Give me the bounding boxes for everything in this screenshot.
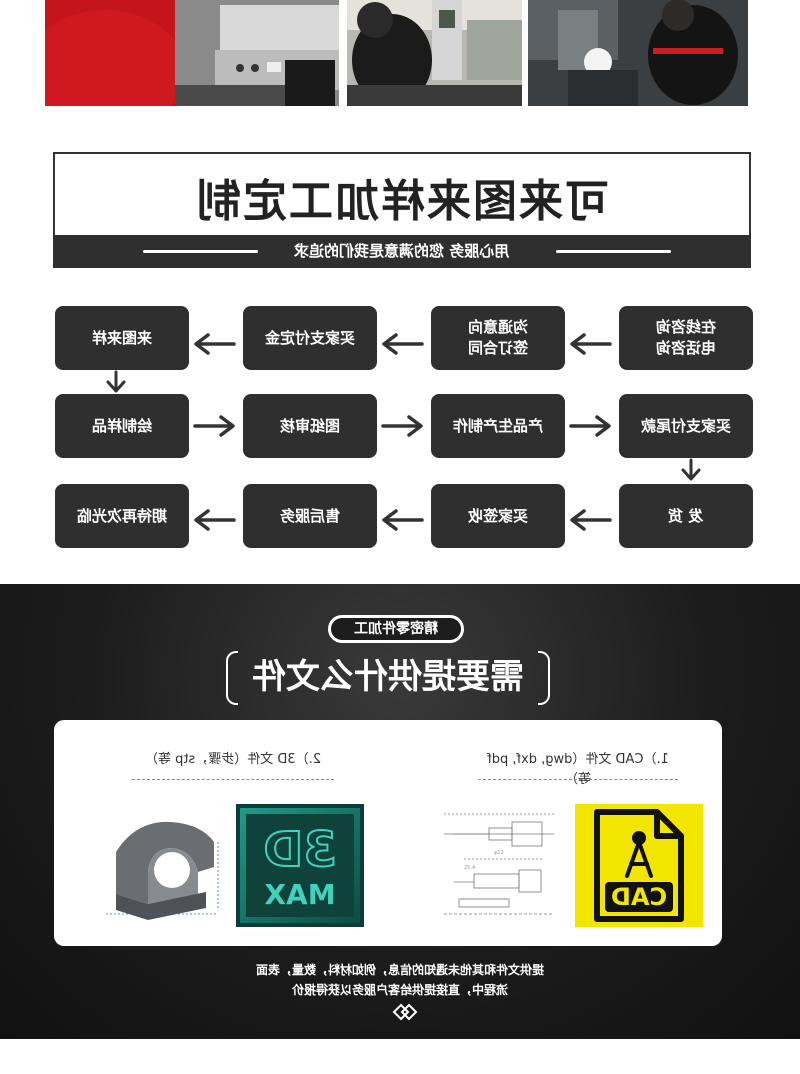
svg-text:MAX: MAX [264,878,336,911]
section-title: 需要提供什么文件 [226,651,550,705]
left-arrow-icon [192,332,236,356]
step-sign-contract: 沟通意向 签订合同 [431,306,565,370]
right-arrow-icon [193,414,237,438]
banner-subtitle-bar: 用心服务 您的满意是我们的追求 [53,235,751,268]
bracket-right [538,651,550,705]
svg-text:25.4: 25.4 [464,865,475,871]
3dsmax-file-icon: 3D MAX [236,804,364,927]
step-online-consult: 在线咨询 电话咨询 [619,306,753,370]
photo-operator-engraving-machine [45,0,339,106]
step-deposit: 买家支付定金 [243,306,377,370]
photo-operator-microscope-inspection [528,0,748,106]
photo-operator-measuring-station [347,0,522,106]
3d-part-model-thumbnail [96,812,226,922]
note-line-2: 流程中，直接提供给客户服务以获得报价 [291,983,508,997]
step-draw-sample: 绘制样品 [55,394,189,458]
left-arrow-icon [568,332,612,356]
down-arrow-icon [105,370,127,394]
svg-text:CAD: CAD [611,883,667,911]
divider-line-left [143,250,258,253]
step-shipping: 发 货 [619,484,753,548]
banner-subtitle: 用心服务 您的满意是我们的追求 [294,242,510,260]
section-tag: 精密零件加工 [328,615,464,643]
bracket-left [226,651,238,705]
cad-caption-rule [478,779,678,780]
header-banner: 可来图来样加工定制 用心服务 您的满意是我们的追求 [53,152,751,268]
banner-title: 可来图来样加工定制 [195,176,609,227]
left-arrow-icon [380,508,424,532]
threed-caption-rule [132,779,334,780]
step-final-payment: 买家支付尾款 [619,394,753,458]
step-drawing-review: 图纸审核 [243,394,377,458]
svg-text:φ12: φ12 [494,850,504,856]
threed-caption: 2.）3D 文件（步骤，stp 等） [144,752,322,767]
step-receipt: 买家签收 [431,484,565,548]
left-arrow-icon [568,508,612,532]
svg-text:3D: 3D [263,822,336,878]
file-types-card: 1.）CAD 文件（dwg, dxf, pdf 等） 2.）3D 文件（步骤，s… [54,720,722,946]
step-production: 产品生产制作 [431,394,565,458]
left-arrow-icon [192,508,236,532]
step-send-sample: 来图来样 [55,306,189,370]
right-arrow-icon [569,414,613,438]
cad-file-icon: CAD [575,804,703,927]
down-arrow-icon [680,458,702,482]
right-arrow-icon [381,414,425,438]
cad-drawing-thumbnail: φ12 25.4 [434,804,566,924]
note-line-1: 提供文件和其他未遇知的信息，例如材料，数量，表面 [255,963,544,977]
cad-caption: 1.）CAD 文件（dwg, dxf, pdf 等） [487,752,669,787]
step-after-sales: 售后服务 [243,484,377,548]
step-welcome-back: 期待再次光临 [55,484,189,548]
double-diamond-icon [392,1003,418,1021]
left-arrow-icon [380,332,424,356]
divider-line-right [556,250,671,253]
